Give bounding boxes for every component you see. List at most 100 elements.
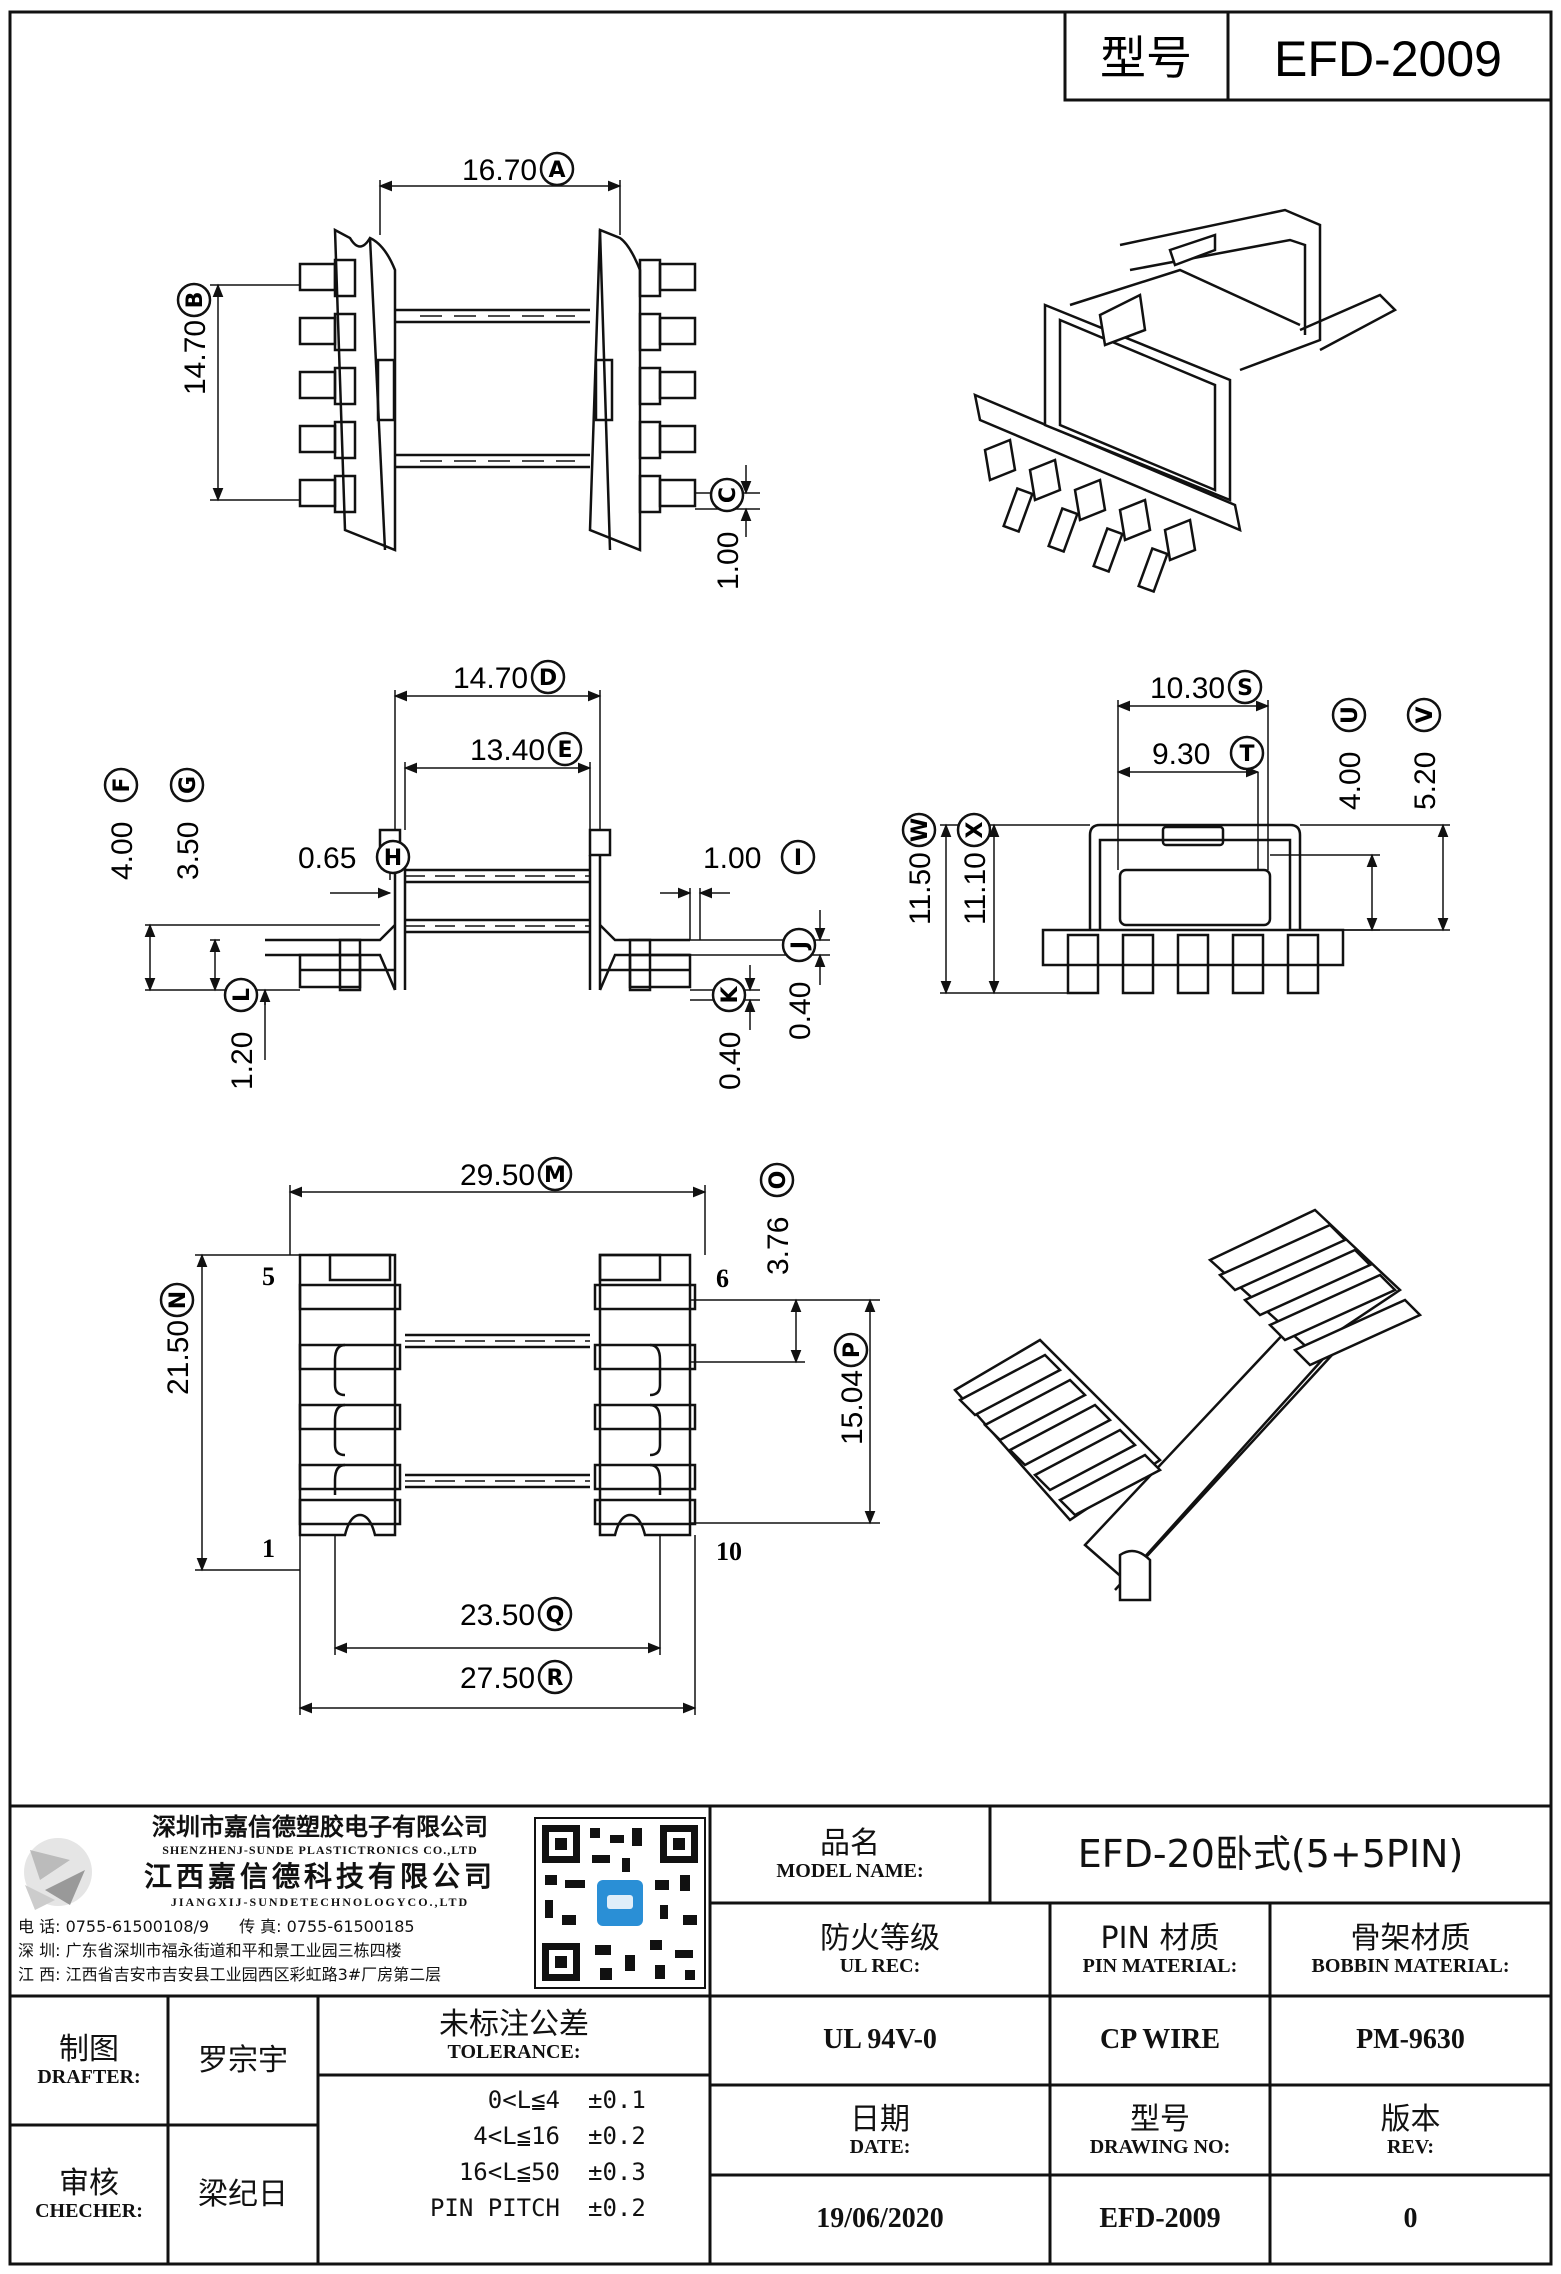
dimension-id-v: V [1413, 706, 1438, 723]
dimension-id-l: L [230, 988, 255, 1002]
dimension-marker-circle [709, 477, 745, 513]
dimension-value-o: 3.76 [762, 1217, 795, 1275]
iso-top-pins [983, 438, 1197, 594]
bobbin-material-value: PM-9630 [1356, 2024, 1465, 2056]
dimension-value-k: 0.40 [714, 1032, 747, 1090]
pin-material-value: CP WIRE [1099, 2024, 1221, 2056]
company-addr-shenzhen: 深 圳: 广东省深圳市福永街道和平和景工业园三栋四楼 [18, 1941, 402, 1960]
dimension-id-u: U [1338, 706, 1363, 724]
top-view-right-pins [638, 258, 697, 514]
iso-view-top [973, 208, 1398, 594]
dimension-value-d: 14.70 [453, 662, 528, 695]
company2-name-cn: 江西嘉信德科技有限公司 [143, 1859, 496, 1893]
bottom-view-left-pins [298, 1283, 402, 1526]
dimension-value-r: 27.50 [460, 1662, 535, 1695]
dimension-marker-circle [1331, 697, 1367, 733]
iso-bottom-fins [957, 1223, 1423, 1517]
dimension-value-a: 16.70 [462, 154, 537, 187]
dimension-id-i: I [794, 846, 802, 871]
dimension-b: 14.70B [176, 282, 212, 395]
dimension-l: 1.20 L [223, 977, 259, 1090]
dimension-id-s: S [1237, 676, 1253, 701]
dimension-marker-circle [780, 839, 816, 875]
dimension-marker-circle [176, 282, 212, 318]
company-addr-jiangxi: 江 西: 江西省吉安市吉安县工业园西区彩虹路3#厂房第二层 [18, 1965, 442, 1984]
dimension-marker-circle [223, 977, 259, 1013]
dimension-marker-circle [833, 1332, 869, 1368]
dimension-j: 0.40J [781, 927, 817, 1040]
dimension-c: 1.00C [709, 477, 745, 590]
dimension-value-g: 3.50 [172, 822, 205, 880]
dimension-n: 21.50N [159, 1282, 195, 1395]
dimension-id-d: D [539, 666, 557, 691]
dimension-marker-circle [547, 731, 583, 767]
dimension-value-p: 15.04 [836, 1370, 869, 1445]
dimension-value-v: 5.20 [1409, 752, 1442, 810]
dimension-id-q: Q [546, 1603, 565, 1628]
dimension-u: 4.00 U [1331, 697, 1367, 810]
dimension-marker-circle [537, 1156, 573, 1192]
top-view-left-pins [298, 258, 357, 514]
bottom-view-right-pins [593, 1283, 697, 1526]
dimension-d: 14.70 D [453, 659, 566, 695]
dimension-id-x: X [963, 821, 988, 838]
dimension-id-p: P [840, 1342, 865, 1358]
company-name-cn: 深圳市嘉信德塑胶电子有限公司 [152, 1812, 488, 1841]
drawing-no-value: EFD-2009 [1099, 2203, 1221, 2235]
dimension-value-n: 21.50 [162, 1320, 195, 1395]
dimension-value-f: 4.00 [106, 822, 139, 880]
dimension-marker-circle [759, 1162, 795, 1198]
title-block-grid [10, 1804, 1551, 2264]
dimension-marker-circle [781, 927, 817, 963]
dimension-id-j: J [788, 941, 813, 951]
checker-value: 梁纪日 [198, 2177, 288, 2212]
dimension-value-w: 11.50 [904, 852, 937, 925]
dimension-value-s: 10.30 [1150, 672, 1225, 705]
tolerance-table: 0<L≦4±0.1 4<L≦16±0.2 16<L≦50±0.3 PIN PIT… [330, 2082, 700, 2226]
dimension-id-r: R [547, 1666, 564, 1691]
dimension-marker-circle [375, 839, 411, 875]
dimension-marker-circle [1227, 669, 1263, 705]
dimension-f: 4.00F [103, 767, 139, 880]
dimension-id-c: C [716, 487, 741, 503]
bottom-view-dims [195, 1185, 880, 1715]
dimension-value-u: 4.00 [1334, 752, 1367, 810]
dimension-value-x: 11.10 [959, 852, 992, 925]
tolerance-row: PIN PITCH±0.2 [429, 2194, 646, 2222]
dimension-marker-circle [956, 812, 992, 848]
dimension-marker-circle [159, 1282, 195, 1318]
dimension-id-h: H [384, 846, 402, 871]
dimension-marker-circle [530, 659, 566, 695]
dimension-g: 3.50G [169, 767, 205, 880]
dimension-marker-circle [169, 767, 205, 803]
dimension-marker-circle [711, 977, 747, 1013]
dimension-s: 10.30 S [1150, 669, 1263, 705]
tolerance-row: 4<L≦16±0.2 [473, 2122, 646, 2150]
dimension-value-t: 9.30 [1152, 738, 1210, 771]
dimension-marker-circle [537, 1659, 573, 1695]
ul-rec-value: UL 94V-0 [823, 2024, 937, 2056]
company2-name-en: JIANGXIJ-SUNDETECHNOLOGYCO.,LTD [170, 1895, 470, 1910]
dimension-value-l: 1.20 [226, 1032, 259, 1090]
dimension-marker-circle [1406, 697, 1442, 733]
dimension-k: 0.40 K [711, 977, 747, 1090]
dimension-id-w: W [908, 818, 933, 842]
top-view [298, 227, 697, 552]
dimension-id-k: K [718, 986, 743, 1004]
header-model-label: 型号 [1100, 32, 1192, 84]
